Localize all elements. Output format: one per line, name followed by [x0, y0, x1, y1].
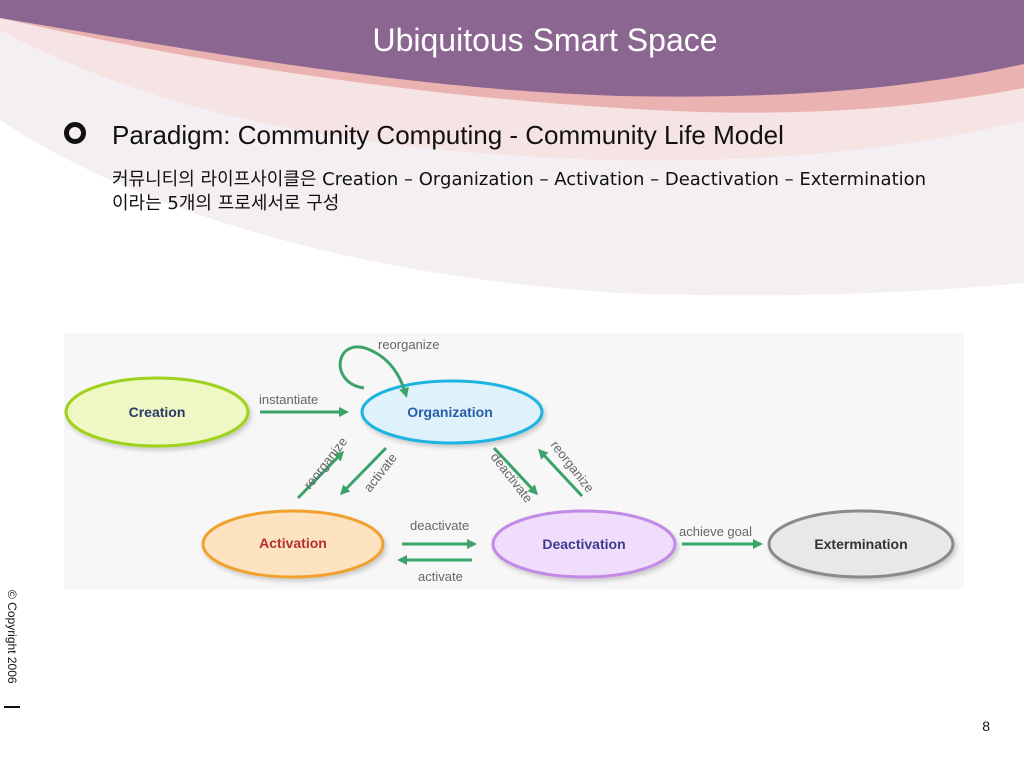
node-organization-label: Organization: [407, 404, 493, 420]
circle-bullet-icon: [64, 122, 86, 144]
edge-label-achieve-goal: achieve goal: [679, 524, 752, 539]
node-extermination: Extermination: [767, 509, 955, 579]
description-line-1: 커뮤니티의 라이프사이클은 Creation – Organization – …: [112, 169, 927, 190]
node-creation-label: Creation: [129, 404, 186, 420]
page-number: 8: [982, 718, 990, 734]
node-activation-label: Activation: [259, 535, 327, 551]
node-activation: Activation: [201, 509, 385, 579]
title-banner: [0, 0, 1024, 97]
arrow-activate-left: [339, 446, 388, 496]
arrow-deactivate-right: [492, 446, 539, 496]
edge-label-activate-bottom: activate: [418, 569, 463, 584]
node-deactivation: Deactivation: [491, 509, 677, 579]
copyright-notice: © Copyright 2006: [3, 590, 19, 710]
arrow-reorganize-left: [296, 450, 345, 500]
copyright-text: © Copyright 2006: [5, 590, 19, 684]
arrow-reorganize-right: [537, 448, 584, 498]
arrow-reorganize-loop: [338, 345, 409, 398]
node-extermination-label: Extermination: [814, 536, 907, 552]
node-organization: Organization: [360, 379, 544, 445]
edge-label-reorganize-loop: reorganize: [378, 337, 439, 352]
node-deactivation-label: Deactivation: [542, 536, 625, 552]
description-line-2: 이라는 5개의 프로세서로 구성: [112, 193, 340, 214]
community-life-model-diagram: Creation Organization Activation Deactiv…: [64, 333, 964, 589]
edge-label-deactivate-bottom: deactivate: [410, 518, 469, 533]
slide-heading: Paradigm: Community Computing - Communit…: [112, 120, 784, 150]
node-creation: Creation: [64, 376, 250, 448]
slide-title: Ubiquitous Smart Space: [372, 22, 718, 58]
copyright-divider: [4, 706, 20, 708]
edge-label-instantiate: instantiate: [259, 392, 318, 407]
